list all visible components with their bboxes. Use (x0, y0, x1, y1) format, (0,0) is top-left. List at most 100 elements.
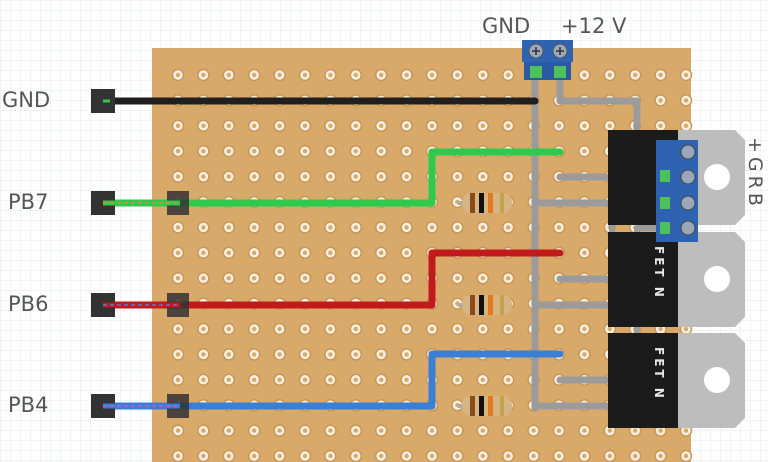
board-hole-center (633, 428, 638, 433)
board-hole-center (353, 123, 358, 128)
board-hole-center (328, 352, 333, 357)
board-hole-center (506, 377, 511, 382)
board-hole-center (277, 453, 282, 459)
board-hole-center (201, 453, 206, 459)
board-hole-center (277, 174, 282, 179)
board-hole-center (328, 250, 333, 255)
board-hole-center (252, 225, 257, 230)
board-hole-center (226, 149, 231, 154)
board-hole-center (277, 250, 282, 255)
pb4-blue-wire (99, 350, 564, 410)
board-hole-center (379, 250, 384, 255)
board-hole-center (226, 352, 231, 357)
board-hole-center (404, 225, 409, 230)
board-hole-center (455, 377, 460, 382)
board-hole-center (353, 276, 358, 281)
board-hole-center (658, 72, 663, 78)
board-hole-center (353, 326, 358, 332)
board-hole-center (379, 174, 384, 179)
board-hole-center (480, 276, 485, 281)
board-hole-center (226, 377, 231, 382)
label-rgb-side: +GRB (744, 137, 766, 210)
board-hole-center (455, 123, 460, 128)
board-hole-center (175, 276, 181, 281)
board-hole-center (201, 276, 206, 281)
board-hole-center (277, 377, 282, 382)
board-hole-center (277, 428, 282, 433)
board-hole-center (201, 174, 206, 179)
board-hole-center (429, 72, 435, 78)
board-hole-center (226, 428, 231, 433)
board-hole-center (582, 428, 587, 433)
board-hole-center (175, 326, 181, 332)
board-hole-center (175, 174, 181, 179)
board-hole-center (201, 149, 206, 154)
board-hole-center (328, 123, 333, 128)
board-hole-center (353, 377, 358, 382)
resistor-2 (458, 295, 512, 315)
board-hole-center (175, 149, 181, 154)
board-hole-center (175, 453, 181, 459)
board-hole-center (429, 453, 435, 459)
resistor-1 (458, 193, 512, 213)
board-hole-center (506, 453, 511, 459)
board-hole-center (404, 377, 409, 382)
board-hole-center (480, 225, 485, 230)
board-hole-center (556, 225, 562, 230)
board-hole-center (302, 123, 308, 128)
board-hole-center (353, 149, 358, 154)
fet-3 (608, 333, 745, 428)
board-hole-center (633, 72, 638, 78)
board-hole-center (277, 123, 282, 128)
board-hole-center (480, 428, 485, 433)
board-hole-center (277, 72, 282, 78)
board-hole-center (353, 225, 358, 230)
board-hole-center (201, 428, 206, 433)
board-hole-center (658, 453, 663, 459)
board-hole-center (506, 174, 511, 179)
board-hole-center (302, 149, 308, 154)
channel-r-wire (634, 225, 660, 380)
board-hole-center (201, 72, 206, 78)
fet-3-marking: FET N (652, 347, 666, 401)
board-hole-center (455, 453, 460, 459)
board-hole-center (379, 123, 384, 128)
board-hole-center (277, 225, 282, 230)
board-hole-center (455, 72, 460, 78)
board-hole-center (480, 72, 485, 78)
board-hole-center (252, 326, 257, 332)
board-hole-center (353, 352, 358, 357)
board-hole-center (582, 149, 587, 154)
board-hole-center (683, 453, 689, 459)
board-hole-center (328, 225, 333, 230)
board-hole-center (658, 98, 663, 103)
board-hole-center (683, 326, 689, 332)
board-hole-center (455, 428, 460, 433)
fet-2 (608, 232, 745, 327)
label-pb4: PB4 (8, 393, 49, 417)
board-hole-center (506, 72, 511, 78)
board-hole-center (252, 453, 257, 459)
board-hole-center (556, 453, 562, 459)
stripboard (152, 48, 691, 462)
board-hole-center (658, 123, 663, 128)
board-hole-center (302, 352, 308, 357)
board-hole-center (379, 225, 384, 230)
board-hole-center (252, 149, 257, 154)
board-hole-center (480, 174, 485, 179)
board-hole-center (302, 326, 308, 332)
board-hole-center (582, 72, 587, 78)
board-hole-center (226, 453, 231, 459)
board-hole-center (302, 453, 308, 459)
pb7-green-wire (99, 148, 564, 207)
board-hole-center (582, 250, 587, 255)
board-hole-center (607, 428, 612, 433)
label-gnd-top: GND (482, 14, 531, 38)
board-hole-center (379, 352, 384, 357)
board-hole-center (201, 225, 206, 230)
board-hole-center (480, 453, 485, 459)
board-hole-center (328, 326, 333, 332)
label-gnd-left: GND (2, 88, 51, 112)
board-hole-center (506, 123, 511, 128)
